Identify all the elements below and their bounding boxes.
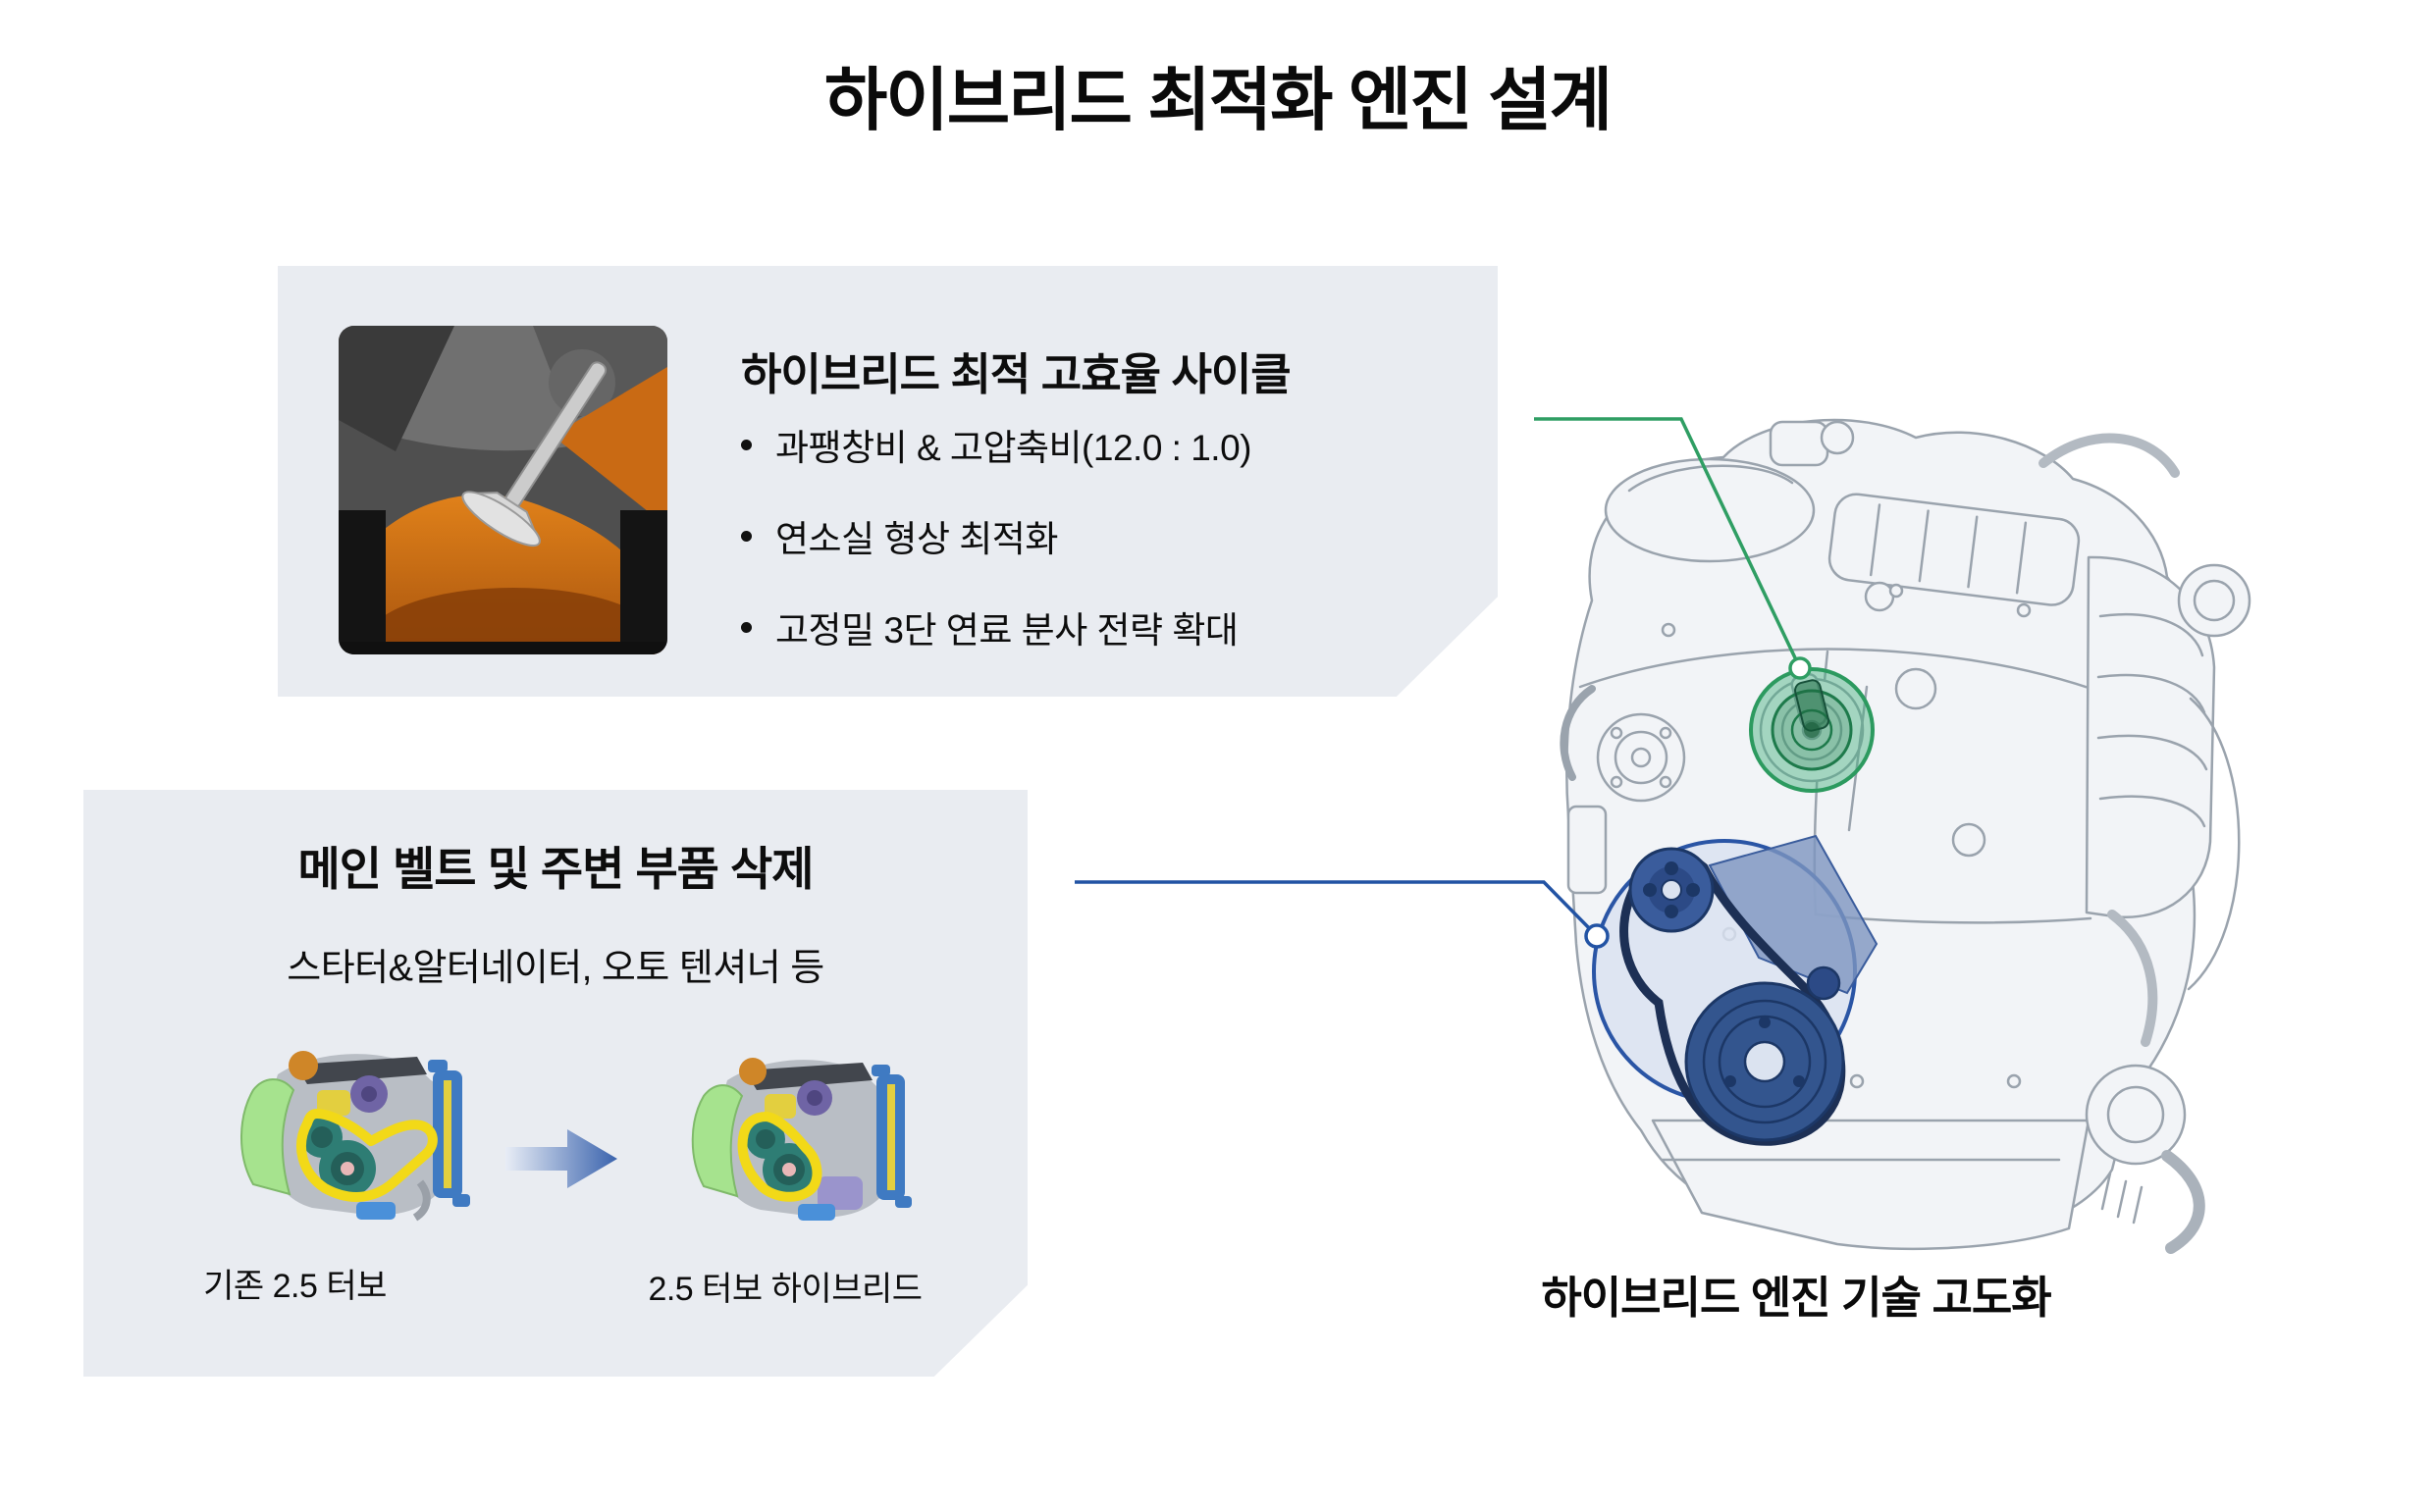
bullet-dot-icon	[741, 439, 752, 450]
callout2-subtitle: 스타터&알터네이터, 오토 텐셔너 등	[287, 948, 824, 989]
transition-arrow-icon	[505, 1127, 619, 1190]
green-connector-node-icon	[1788, 656, 1812, 680]
label-before: 기존 2.5 터보	[203, 1268, 387, 1305]
bullet-item: 고정밀 3단 연료 분사 전략 확대	[741, 596, 1251, 658]
belt-highlight-zone	[1592, 834, 1879, 1146]
engine-caption: 하이브리드 엔진 기술 고도화	[1541, 1273, 2051, 1323]
label-after: 2.5 터보 하이브리드	[648, 1271, 923, 1308]
bullet-item: 연소실 형상 최적화	[741, 504, 1251, 567]
combustion-chamber-image	[339, 326, 667, 654]
engine-thumbnail-after	[670, 1041, 918, 1234]
callout2-heading: 메인 벨트 및 주변 부품 삭제	[297, 843, 815, 895]
belt-highlight-loop	[737, 1112, 822, 1202]
engine-line-art	[1560, 418, 2251, 1254]
callout1-heading: 하이브리드 최적 고효율 사이클	[741, 349, 1292, 399]
blue-connector-node-icon	[1584, 923, 1610, 949]
green-connector-line	[1534, 417, 1802, 669]
bullet-text: 고정밀 3단 연료 분사 전략 확대	[775, 610, 1239, 651]
blue-connector-line	[1075, 880, 1599, 938]
bullet-text: 과팽창비 & 고압축비(12.0 : 1.0)	[775, 428, 1252, 468]
engine-thumbnail-after-art	[691, 1058, 912, 1221]
bullet-dot-icon	[741, 621, 752, 633]
engine-thumbnail-before-art	[240, 1051, 470, 1222]
bullet-text: 연소실 형상 최적화	[775, 519, 1058, 559]
callout1-bullet-list: 과팽창비 & 고압축비(12.0 : 1.0) 연소실 형상 최적화 고정밀 3…	[741, 413, 1252, 687]
page-title: 하이브리드 최적화 엔진 설계	[823, 62, 1613, 138]
valve-icon	[461, 361, 608, 547]
combustion-chamber-art	[339, 326, 667, 654]
bullet-dot-icon	[741, 530, 752, 542]
callout-belt-removal: 메인 벨트 및 주변 부품 삭제 스타터&알터네이터, 오토 텐셔너 등	[83, 790, 1028, 1377]
engine-thumbnail-before	[219, 1035, 476, 1233]
callout-high-efficiency-cycle: 하이브리드 최적 고효율 사이클 과팽창비 & 고압축비(12.0 : 1.0)…	[278, 266, 1498, 697]
bullet-item: 과팽창비 & 고압축비(12.0 : 1.0)	[741, 413, 1252, 476]
engine-illustration	[1075, 417, 2251, 1254]
pump-highlight-zone	[1749, 667, 1875, 793]
belt-highlight-loop	[296, 1109, 438, 1202]
